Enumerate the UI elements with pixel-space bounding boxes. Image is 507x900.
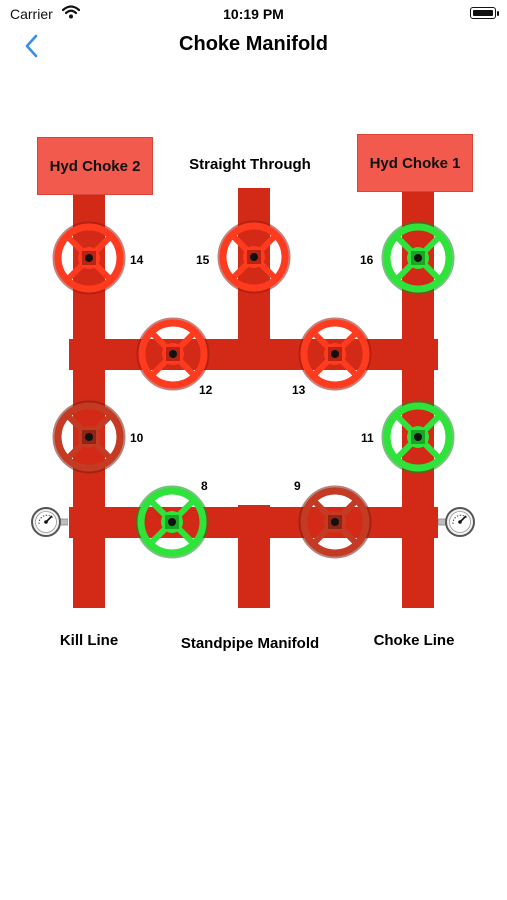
valve-10[interactable] [51, 399, 127, 475]
kill-line-label: Kill Line [59, 632, 119, 649]
valve-wheel-icon [135, 485, 209, 559]
status-time: 10:19 PM [223, 6, 284, 22]
valve-11-number: 11 [361, 431, 374, 445]
valve-13-number: 13 [292, 383, 306, 397]
valve-wheel-icon [298, 317, 372, 391]
standpipe-manifold-label: Standpipe Manifold [180, 635, 320, 652]
valve-8-number: 8 [201, 479, 208, 493]
battery-nub [497, 11, 499, 16]
kill-line-pressure-gauge-icon [30, 505, 69, 539]
valve-13[interactable] [297, 316, 373, 392]
pipe-upper-header [69, 339, 438, 370]
hyd-choke-2-label: Hyd Choke 2 [49, 157, 141, 175]
valve-14-number: 14 [130, 253, 144, 267]
valve-wheel-icon [381, 400, 455, 474]
valve-11[interactable] [380, 399, 456, 475]
choke-line-pressure-gauge-icon [437, 505, 475, 539]
valve-wheel-icon [381, 221, 455, 295]
straight-through-label: Straight Through [189, 156, 311, 173]
page-title: Choke Manifold [179, 33, 328, 55]
valve-9-number: 9 [294, 479, 301, 493]
hyd-choke-2-button[interactable]: Hyd Choke 2 [37, 137, 153, 195]
valve-wheel-icon [52, 400, 126, 474]
valve-16[interactable] [380, 220, 456, 296]
pipe-lower-header [69, 507, 438, 538]
valve-8[interactable] [134, 484, 210, 560]
valve-9[interactable] [297, 484, 373, 560]
valve-12-number: 12 [199, 383, 213, 397]
hyd-choke-1-button[interactable]: Hyd Choke 1 [357, 134, 473, 192]
battery-icon [470, 7, 496, 19]
carrier-label: Carrier [10, 6, 53, 22]
chevron-left-icon [25, 34, 38, 58]
valve-wheel-icon [136, 317, 210, 391]
valve-wheel-icon [217, 220, 291, 294]
hyd-choke-1-label: Hyd Choke 1 [369, 154, 461, 172]
valve-16-number: 16 [360, 253, 374, 267]
back-button[interactable] [18, 31, 48, 61]
valve-10-number: 10 [130, 431, 144, 445]
valve-14[interactable] [51, 220, 127, 296]
status-bar: Carrier 10:19 PM [0, 0, 507, 28]
choke-line-label: Choke Line [373, 632, 455, 649]
valve-15-number: 15 [196, 253, 210, 267]
navigation-bar: Choke Manifold [0, 28, 507, 66]
valve-wheel-icon [298, 485, 372, 559]
wifi-icon [61, 5, 81, 24]
valve-15[interactable] [216, 219, 292, 295]
valve-12[interactable] [135, 316, 211, 392]
valve-wheel-icon [52, 221, 126, 295]
